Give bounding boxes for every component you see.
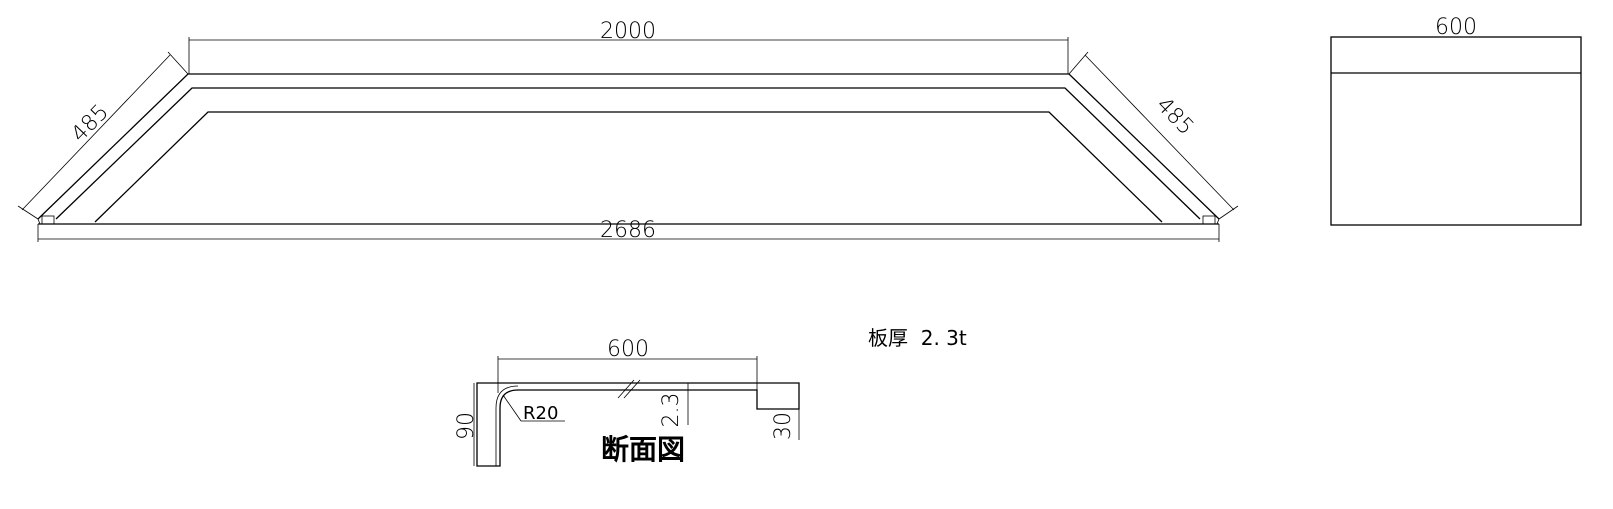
dim-485-right-label: 485: [1151, 93, 1198, 141]
dim-485-left-ext-1: [167, 51, 189, 75]
side-view-outline: [1330, 36, 1582, 226]
front-view-inner-line-2: [94, 111, 1163, 223]
section-profile-outer: [476, 382, 800, 467]
section-caption: 断面図: [601, 433, 686, 466]
dim-485-right-ext-1: [1068, 51, 1089, 75]
front-view: 2000 2686 485 485: [17, 19, 1239, 243]
section-break-mark-1: [617, 379, 635, 399]
dim-2000-label: 2000: [600, 19, 656, 44]
r20-leader: [502, 394, 522, 422]
front-view-right-end-mark: [1202, 215, 1216, 225]
dim-485-right-ext-2: [1218, 205, 1239, 220]
dim-600-side-label: 600: [1435, 15, 1477, 40]
front-view-bottom-step-left: [37, 218, 41, 225]
section-view: 600 90 R20 2.3 30: [454, 337, 800, 467]
section-break-mark-2: [623, 379, 641, 399]
dim-485-right-line: [1084, 54, 1235, 211]
dim-485-left-ext-2: [17, 205, 39, 220]
dim-485-left-line: [21, 54, 171, 211]
front-view-left-end-mark: [41, 215, 55, 225]
r20-label: R20: [523, 403, 558, 424]
side-view: 600: [1330, 15, 1582, 226]
front-view-inner-line-1: [55, 87, 1201, 220]
dim-600-section-label: 600: [607, 337, 649, 362]
dim-485-left-label: 485: [67, 100, 114, 148]
dim-2686-label: 2686: [600, 218, 656, 243]
dim-2-3-label: 2.3: [659, 393, 684, 428]
plate-thickness-note: 板厚 2. 3t: [868, 326, 967, 350]
front-view-outer-outline: [37, 73, 1220, 220]
front-view-bottom-step-right: [1216, 218, 1220, 225]
section-profile-bend-inner: [495, 385, 519, 466]
dim-90-label: 90: [454, 412, 479, 440]
dim-30-label: 30: [771, 412, 796, 440]
